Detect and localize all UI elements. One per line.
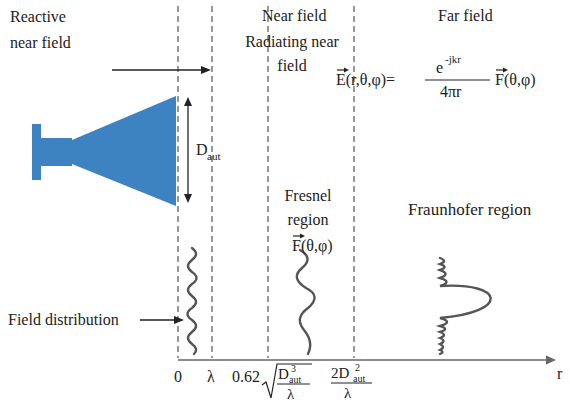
axis-superscript: 2 xyxy=(355,362,360,374)
region-borders xyxy=(178,6,354,358)
axis-tick: λ xyxy=(207,367,215,386)
dimension-arrow xyxy=(184,97,192,203)
axis-tick: 2D xyxy=(331,364,349,382)
region-name: Radiating near field xyxy=(244,30,340,78)
field-curves xyxy=(188,248,491,354)
axis-tick: D xyxy=(278,365,289,383)
dimension-label: D xyxy=(196,140,208,159)
pattern-label: F(θ,φ) xyxy=(292,236,332,255)
axis-tick: 0 xyxy=(174,367,182,386)
region-name: Fresnel region xyxy=(268,184,348,232)
formula-text: E(r,θ,φ)= xyxy=(336,70,395,89)
r-axis xyxy=(178,356,556,365)
dimension-subscript: aut xyxy=(207,150,220,163)
region-name: Fraunhofer region xyxy=(408,200,531,220)
callout-label: Field distribution xyxy=(8,310,119,329)
formula-text: 4πr xyxy=(440,82,461,101)
axis-name: r xyxy=(557,364,562,383)
region-name: Far field xyxy=(438,6,493,25)
axis-subscript: aut xyxy=(289,374,301,386)
region-name: Reactive near field xyxy=(10,4,92,55)
axis-tick: λ xyxy=(287,385,294,403)
formula-exponent: -jkr xyxy=(445,53,461,66)
formula-text: e xyxy=(436,58,443,77)
axis-tick: 0.62 xyxy=(232,367,260,386)
axis-subscript: aut xyxy=(353,373,365,385)
formula-strokes xyxy=(262,80,490,398)
pointer-arrows xyxy=(112,66,211,324)
axis-tick: λ xyxy=(344,384,351,402)
formula-text: F(θ,φ) xyxy=(495,70,535,89)
region-name: Near field xyxy=(262,6,326,25)
horn-antenna xyxy=(32,96,176,206)
axis-superscript: 3 xyxy=(291,363,296,375)
